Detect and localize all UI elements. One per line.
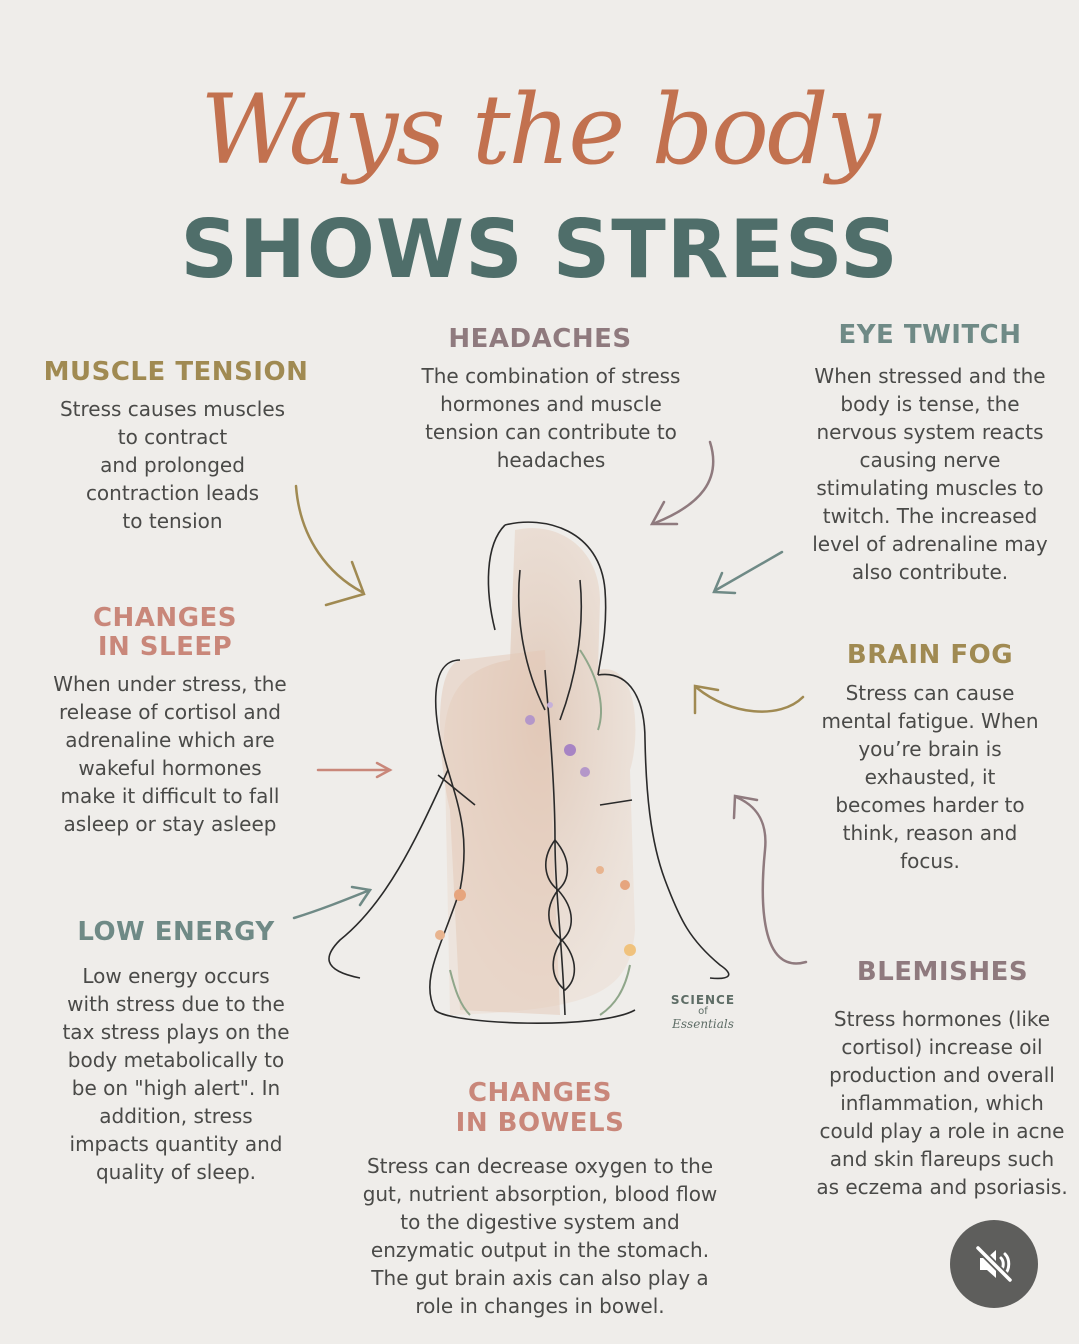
muscle-tension-heading: MUSCLE TENSION xyxy=(43,357,309,387)
changes-in-bowels-heading-line1: CHANGES xyxy=(467,1078,613,1108)
logo-line1: SCIENCE xyxy=(670,993,736,1007)
blemishes-heading: BLEMISHES xyxy=(856,957,1029,987)
headaches-arrow xyxy=(653,440,715,525)
headaches-text: The combination of stress hormones and m… xyxy=(421,364,681,472)
low-energy-arrow xyxy=(292,888,372,920)
changes-in-bowels-heading-line2: IN BOWELS xyxy=(455,1108,625,1138)
script-title: Ways the body xyxy=(200,74,880,186)
mute-button[interactable] xyxy=(950,1220,1038,1308)
blemishes-text: Stress hormones (like cortisol) increase… xyxy=(816,1007,1068,1199)
speaker-muted-icon xyxy=(974,1244,1014,1284)
changes-in-sleep-heading-line1: CHANGES xyxy=(92,603,238,633)
changes-in-sleep-text: When under stress, the release of cortis… xyxy=(53,672,287,836)
headaches-heading: HEADACHES xyxy=(448,324,632,354)
eye-twitch-heading: EYE TWITCH xyxy=(838,320,1022,350)
main-title: SHOWS STRESS xyxy=(180,203,899,296)
brain-fog-arrow xyxy=(695,686,805,713)
changes-in-sleep-heading-line2: IN SLEEP xyxy=(97,632,233,662)
low-energy-heading: LOW ENERGY xyxy=(77,917,275,947)
logo-line2: of xyxy=(698,1006,708,1017)
eye-twitch-text: When stressed and the body is tense, the… xyxy=(812,364,1048,584)
eye-twitch-arrow xyxy=(714,550,784,592)
science-of-essentials-logo: SCIENCE of Essentials xyxy=(668,993,738,1032)
low-energy-text: Low energy occurs with stress due to the… xyxy=(62,964,290,1184)
muscle-tension-text: Stress causes muscles to contract and pr… xyxy=(59,397,286,533)
woman-back-illustration xyxy=(328,521,730,1024)
muscle-tension-arrow xyxy=(294,484,364,594)
brain-fog-text: Stress can cause mental fatigue. When yo… xyxy=(821,681,1039,873)
blemishes-arrow xyxy=(734,795,808,965)
brain-fog-heading: BRAIN FOG xyxy=(846,640,1014,670)
logo-line3: Essentials xyxy=(672,1017,734,1031)
changes-in-bowels-text: Stress can decrease oxygen to the gut, n… xyxy=(362,1154,718,1318)
